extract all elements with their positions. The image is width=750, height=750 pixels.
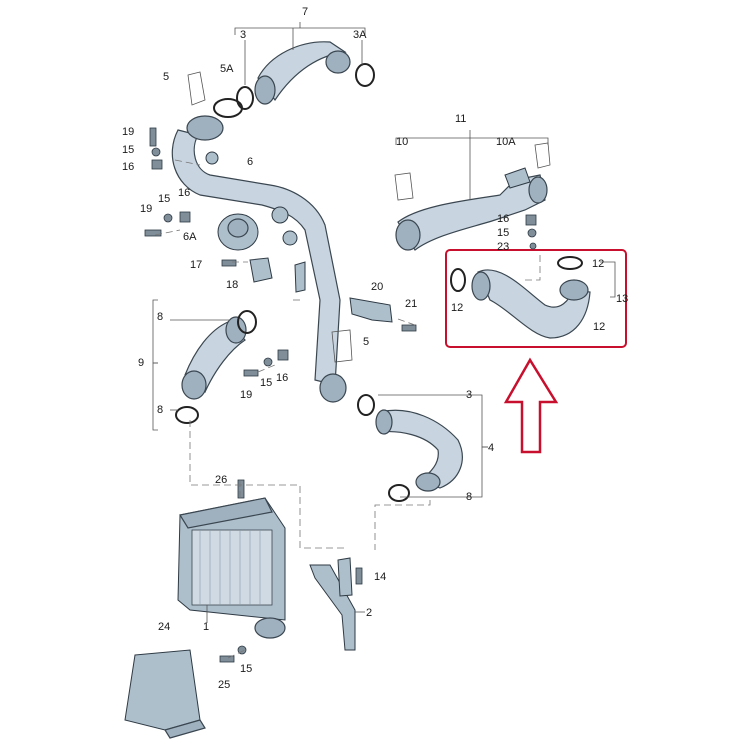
label-5A: 5A (220, 63, 234, 75)
label-19c: 19 (240, 389, 252, 401)
label-12-top: 12 (592, 258, 604, 270)
label-10: 10 (396, 136, 408, 148)
label-16d: 16 (276, 372, 288, 384)
label-25: 25 (218, 679, 230, 691)
label-21: 21 (405, 298, 417, 310)
label-3b: 3 (466, 389, 472, 401)
charge-pipe-11 (395, 167, 548, 251)
label-3A: 3A (353, 29, 367, 41)
label-3: 3 (240, 29, 246, 41)
air-duct-24 (124, 649, 206, 739)
leader-lines (152, 22, 616, 623)
charge-pipe-6 (171, 98, 347, 403)
label-19b: 19 (140, 203, 152, 215)
bracket-2 (309, 557, 356, 651)
label-26: 26 (215, 474, 227, 486)
label-16c: 16 (497, 213, 509, 225)
label-16b: 16 (178, 187, 190, 199)
charge-hose-7 (236, 41, 375, 110)
label-14: 14 (374, 571, 386, 583)
label-1: 1 (203, 621, 209, 633)
label-12-left: 12 (451, 302, 463, 314)
label-20: 20 (371, 281, 383, 293)
label-6: 6 (247, 156, 253, 168)
label-15b: 15 (158, 193, 170, 205)
label-7: 7 (302, 6, 308, 18)
highlight-box (445, 249, 627, 348)
assembly-dashed-lines (154, 159, 541, 659)
fasteners (144, 127, 537, 663)
sensor-18 (249, 257, 273, 283)
label-15c: 15 (497, 227, 509, 239)
label-15d: 15 (260, 377, 272, 389)
label-8c: 8 (466, 491, 472, 503)
label-15: 15 (122, 144, 134, 156)
label-12-bottom: 12 (593, 321, 605, 333)
clip-5 (187, 71, 551, 363)
label-4: 4 (488, 442, 494, 454)
label-9: 9 (138, 357, 144, 369)
charge-hose-13 (450, 256, 591, 339)
label-5b: 5 (363, 336, 369, 348)
label-5: 5 (163, 71, 169, 83)
label-16: 16 (122, 161, 134, 173)
charge-hose-9 (175, 310, 257, 424)
label-13: 13 (616, 293, 628, 305)
label-2: 2 (366, 607, 372, 619)
charge-hose-4 (357, 394, 463, 502)
label-6A: 6A (183, 231, 197, 243)
pointer-arrow (503, 357, 559, 454)
label-18: 18 (226, 279, 238, 291)
bracket-20 (349, 297, 393, 323)
label-11: 11 (455, 113, 466, 125)
label-24: 24 (158, 621, 170, 633)
label-8b: 8 (157, 404, 163, 416)
label-10A: 10A (496, 136, 516, 148)
label-17: 17 (190, 259, 202, 271)
label-15e: 15 (240, 663, 252, 675)
label-23: 23 (497, 241, 509, 253)
label-8: 8 (157, 311, 163, 323)
intercooler-1 (177, 497, 286, 639)
label-19: 19 (122, 126, 134, 138)
valve-6a (217, 213, 259, 251)
